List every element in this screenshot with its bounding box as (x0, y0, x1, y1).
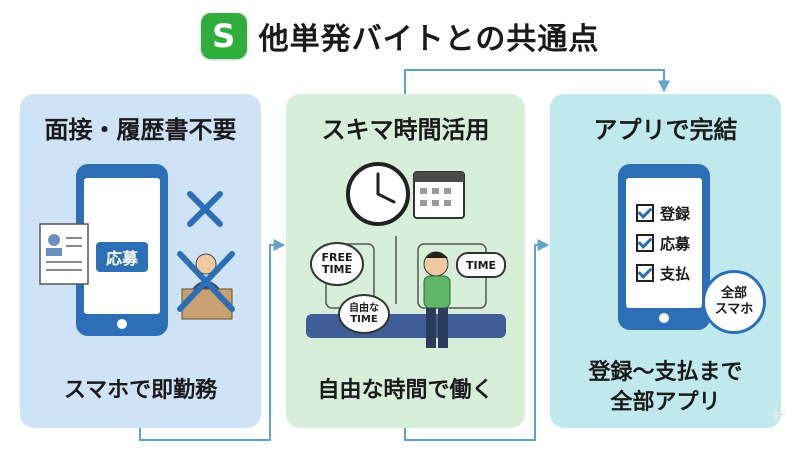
panel-spare-time: スキマ時間活用 (286, 94, 525, 428)
bubble-text: FREE TIME (321, 251, 353, 276)
sparkle-icon (766, 404, 786, 424)
all-smartphone-badge: 全部 スマホ (702, 270, 766, 334)
panel-bottom-text: 登録〜支払まで (588, 360, 743, 385)
checklist-item: 支払 (636, 258, 708, 288)
resume-icon (39, 223, 89, 285)
speech-bubble-free-time: FREE TIME (310, 242, 364, 286)
panel-app-complete: アプリで完結 登録 応募 支払 全部 スマホ 登 (550, 94, 781, 428)
checklist: 登録 応募 支払 (636, 198, 708, 288)
checklist-item: 登録 (636, 198, 708, 228)
seat-icon (306, 314, 506, 338)
header: S 他単発バイトとの共通点 (0, 8, 800, 64)
checkbox-checked-icon (636, 264, 654, 282)
cross-mark-icon (177, 251, 235, 312)
panel-bottom-text: 全部アプリ (610, 390, 721, 415)
panel-title: スキマ時間活用 (321, 116, 490, 144)
calendar-icon (413, 171, 465, 219)
person-icon (423, 251, 451, 348)
bubble-text: TIME (465, 258, 497, 272)
apply-button-label: 応募 (105, 249, 138, 268)
checklist-label: 登録 (660, 204, 691, 223)
checkbox-checked-icon (636, 234, 654, 252)
connector-2-top (404, 69, 670, 94)
badge-line: スマホ (714, 302, 754, 317)
checklist-label: 支払 (660, 264, 691, 283)
panel-title: アプリで完結 (593, 116, 738, 144)
badge-line: 全部 (720, 286, 747, 301)
cross-mark-icon (187, 191, 223, 227)
speech-bubble-time: TIME (456, 252, 506, 278)
page-title: 他単発バイトとの共通点 (258, 22, 600, 57)
panel-title: 面接・履歴書不要 (44, 116, 237, 144)
checklist-label: 応募 (660, 234, 691, 253)
checklist-item: 応募 (636, 228, 708, 258)
checkbox-checked-icon (636, 204, 654, 222)
clock-icon (346, 162, 410, 226)
panel-bottom-text: 自由な時間で働く (317, 378, 494, 403)
panel-no-interview: 面接・履歴書不要 応募 (20, 94, 261, 428)
speech-bubble-free-time-jp: 自由な TIME (338, 294, 390, 334)
panel-bottom-text: スマホで即勤務 (63, 378, 218, 403)
bubble-text: 自由な TIME (349, 303, 379, 325)
app-logo-icon: S (200, 13, 247, 59)
apply-button[interactable]: 応募 (96, 242, 148, 272)
logo-letter: S (212, 17, 236, 55)
